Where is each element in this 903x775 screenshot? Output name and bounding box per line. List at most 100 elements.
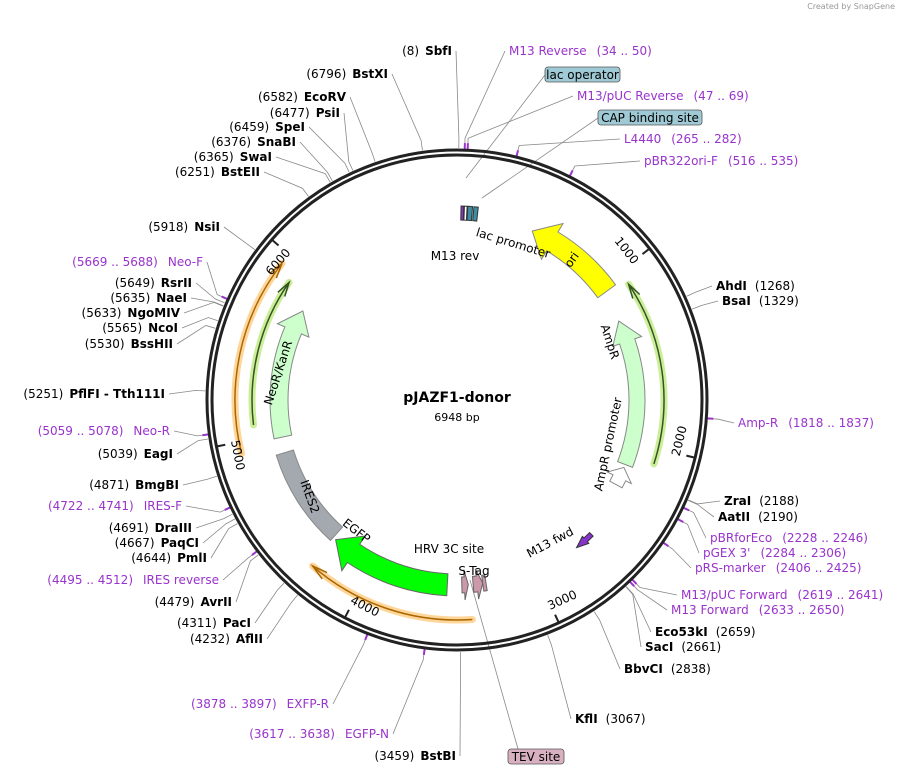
primer-name: pGEX 3' (703, 546, 750, 560)
enzyme-position: (5039) (98, 447, 138, 461)
enzyme-label-naei[interactable]: (5635)NaeI (110, 291, 187, 305)
leader-line (235, 554, 259, 603)
enzyme-name: NcoI (148, 321, 178, 335)
primer-label-neo-r[interactable]: (5059 .. 5078)Neo-R (38, 424, 170, 438)
enzyme-label-eagi[interactable]: (5039)EagI (98, 447, 173, 461)
primer-label-ires-reverse[interactable]: (4495 .. 4512)IRES reverse (47, 573, 219, 587)
enzyme-label-zrai[interactable]: ZraI(2188) (724, 494, 799, 508)
enzyme-label-kfli[interactable]: KflI(3067) (575, 712, 646, 726)
primer-label-pbrforeco[interactable]: pBRforEco(2228 .. 2246) (710, 531, 868, 545)
enzyme-label-saci[interactable]: SacI(2661) (645, 640, 721, 654)
enzyme-label-rsrii[interactable]: (5649)RsrII (115, 276, 192, 290)
orf-ampr[interactable] (627, 283, 665, 465)
leader-line (195, 513, 233, 529)
leader-line (632, 580, 678, 596)
boxed-label-tev-site[interactable]: TEV site (507, 748, 565, 765)
enzyme-label-paqci[interactable]: (4667)PaqCI (115, 536, 199, 550)
plasmid-backbone (205, 148, 709, 652)
leader-line (687, 500, 715, 518)
enzyme-label-spei[interactable]: (6459)SpeI (229, 120, 305, 134)
enzyme-label-ahdi[interactable]: AhdI(1268) (716, 279, 795, 293)
enzyme-label-aatii[interactable]: AatII(2190) (718, 510, 798, 524)
leader-line (467, 95, 574, 149)
enzyme-label-bsteii[interactable]: (6251)BstEII (175, 165, 260, 179)
enzyme-label-pflfi-tth111i[interactable]: (5251)PflFI - Tth111I (23, 387, 165, 401)
primer-label-prs-marker[interactable]: pRS-marker(2406 .. 2425) (695, 561, 861, 575)
feature-m13-fwd[interactable] (575, 531, 594, 549)
feature-tev-site[interactable] (481, 574, 488, 592)
primer-label-pgex-3-[interactable]: pGEX 3'(2284 .. 2306) (703, 546, 846, 560)
leader-line (678, 519, 700, 554)
orf-neo-outer[interactable] (234, 262, 283, 454)
tick-label: 1000 (612, 234, 642, 267)
primer-label-m13-puc-forward[interactable]: M13/pUC Forward(2619 .. 2641) (681, 588, 883, 602)
enzyme-label-sbfi[interactable]: (8)SbfI (402, 44, 452, 58)
enzyme-label-ngomiv[interactable]: (5633)NgoMIV (82, 306, 181, 320)
leader-line (691, 300, 719, 310)
enzyme-label-nsii[interactable]: (5918)NsiI (148, 220, 220, 234)
primer-label-m13-reverse[interactable]: M13 Reverse(34 .. 50) (509, 44, 652, 58)
enzyme-label-draiii[interactable]: (4691)DraIII (109, 521, 192, 535)
primer-label-neo-f[interactable]: (5669 .. 5688)Neo-F (72, 255, 203, 269)
primer-label-m13-puc-reverse[interactable]: M13/pUC Reverse(47 .. 69) (577, 89, 749, 103)
boxed-label-cap-binding-site[interactable]: CAP binding site (597, 109, 703, 126)
enzyme-label-pmli[interactable]: (4644)PmlI (131, 551, 207, 565)
feature-m13-rev[interactable] (460, 205, 465, 221)
enzyme-label-avrii[interactable]: (4479)AvrII (155, 595, 232, 609)
primer-range: (516 .. 535) (728, 154, 798, 168)
primer-label-amp-r[interactable]: Amp-R(1818 .. 1837) (738, 416, 874, 430)
leader-line (182, 475, 217, 486)
primer-name: EXFP-R (287, 697, 329, 711)
feature-lac-operator[interactable] (466, 205, 474, 222)
plasmid-name: pJAZF1-donor (403, 390, 511, 406)
boxed-label-text: TEV site (511, 750, 561, 764)
enzyme-name: AhdI (716, 279, 747, 293)
enzyme-label-bstbi[interactable]: (3459)BstBI (374, 749, 456, 763)
tick-mark (271, 238, 280, 247)
primer-label-egfp-n[interactable]: (3617 .. 3638)EGFP-N (249, 727, 389, 741)
feature-ampr[interactable] (612, 320, 646, 469)
primer-label-ires-f[interactable]: (4722 .. 4741)IRES-F (48, 499, 182, 513)
enzyme-label-aflii[interactable]: (4232)AflII (190, 632, 263, 646)
enzyme-label-eco53ki[interactable]: Eco53kI(2659) (655, 625, 756, 639)
enzyme-label-bsai[interactable]: BsaI(1329) (722, 294, 799, 308)
orf-egfp[interactable] (312, 565, 473, 621)
enzyme-position: (5649) (115, 276, 155, 290)
enzyme-label-ncoi[interactable]: (5565)NcoI (102, 321, 178, 335)
feature-cap-binding-site[interactable] (472, 206, 479, 222)
primer-label-l4440[interactable]: L4440(265 .. 282) (624, 132, 742, 146)
enzyme-label-bstxi[interactable]: (6796)BstXI (306, 67, 388, 81)
enzyme-label-bsshii[interactable]: (5530)BssHII (85, 337, 173, 351)
leader-line (664, 542, 692, 569)
feature-neor-kanr[interactable] (269, 310, 310, 440)
enzyme-label-snabi[interactable]: (6376)SnaBI (211, 135, 296, 149)
boxed-label-lac-operator[interactable]: lac operator (544, 66, 621, 83)
leader-line (332, 635, 368, 705)
feature-egfp[interactable] (335, 535, 449, 597)
leader-line (684, 507, 707, 539)
enzyme-label-paci[interactable]: (4311)PacI (177, 616, 251, 630)
enzyme-label-swai[interactable]: (6365)SwaI (194, 150, 272, 164)
leader-line (392, 649, 425, 735)
feature-s-tag[interactable] (471, 568, 484, 600)
enzyme-label-bbvci[interactable]: BbvCI(2838) (624, 662, 711, 676)
primer-label-pbr322ori-f[interactable]: pBR322ori-F (516 .. 535) (644, 154, 798, 168)
leader-line (176, 438, 209, 455)
leader-line (688, 499, 721, 505)
feature-hrv-3c-site[interactable] (461, 569, 469, 601)
feature-ires2[interactable] (275, 449, 344, 542)
enzyme-label-psii[interactable]: (6477)PsiI (270, 106, 340, 120)
enzyme-label-bmgbi[interactable]: (4871)BmgBI (89, 478, 179, 492)
enzyme-label-ecorv[interactable]: (6582)EcoRV (258, 90, 347, 104)
leader-line (202, 518, 236, 544)
feature-lac-promoter[interactable] (463, 205, 468, 221)
feature-ampr-promoter[interactable] (605, 466, 633, 489)
feature-ori[interactable] (531, 222, 617, 299)
orf-neor[interactable] (251, 281, 290, 426)
primer-label-exfp-r[interactable]: (3878 .. 3897)EXFP-R (191, 697, 329, 711)
plasmid-length: 6948 bp (434, 411, 479, 424)
primer-label-m13-forward[interactable]: M13 Forward(2633 .. 2650) (671, 603, 844, 617)
leader-line (206, 261, 227, 299)
primer-name: pBR322ori-F (644, 154, 718, 168)
leader-line (190, 297, 224, 307)
